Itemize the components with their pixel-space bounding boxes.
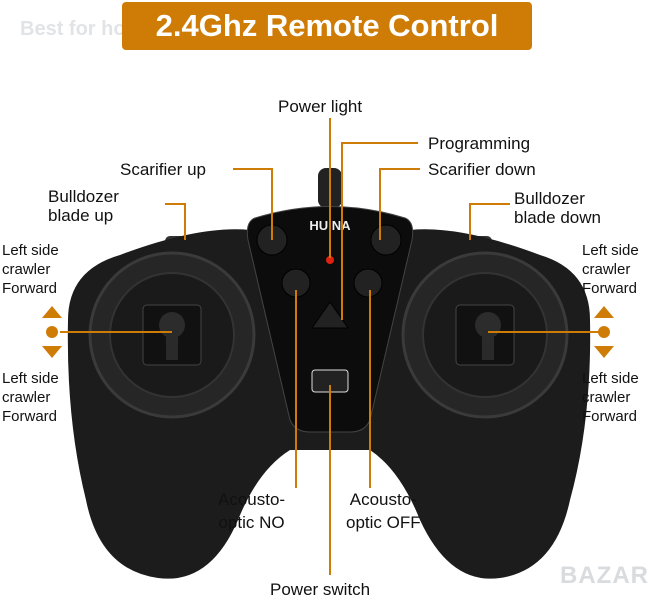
- label-power-light: Power light: [278, 97, 363, 116]
- label-scarifier-up: Scarifier up: [120, 160, 206, 179]
- left-joystick: [88, 251, 256, 419]
- watermark-top: Best for home: [20, 18, 155, 40]
- label-acousto-optic-no: Acousto-optic NO: [218, 490, 286, 532]
- programming-button: [311, 301, 349, 329]
- label-power-switch: Power switch: [270, 580, 371, 599]
- right-joystick: [401, 251, 569, 419]
- label-acousto-optic-off: Acousto-optic OFF: [346, 490, 421, 532]
- leader-lines: [60, 118, 600, 575]
- title-banner: 2.4Ghz Remote Control: [122, 2, 532, 50]
- label-programming: Programming: [428, 134, 531, 153]
- watermark-bottom: BAZAR: [560, 562, 649, 589]
- left-direction-arrows: [42, 306, 62, 358]
- scarifier-down-button: [370, 224, 402, 256]
- right-direction-arrows: [594, 306, 614, 358]
- power-led: [326, 256, 334, 264]
- label-scarifier-down: Scarifier down: [428, 160, 536, 179]
- acousto-optic-off-button: [353, 268, 383, 298]
